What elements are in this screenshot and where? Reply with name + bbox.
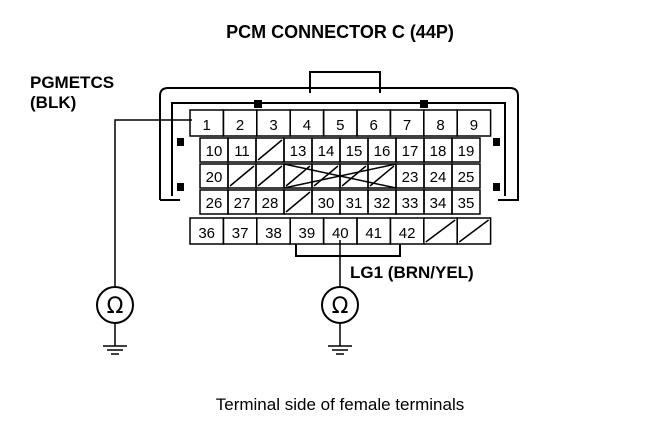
terminal-number: 37 <box>232 225 249 242</box>
terminal-cell: 34 <box>423 189 453 215</box>
diagram-title: PCM CONNECTOR C (44P) <box>226 22 454 42</box>
terminal-cell: 24 <box>423 163 453 189</box>
terminal-number: 24 <box>430 169 447 186</box>
terminal-cell: 8 <box>423 109 458 137</box>
probe-left-wire-name: PGMETCS <box>30 73 114 92</box>
terminal-cell <box>339 163 369 189</box>
terminal-cell: 3 <box>256 109 291 137</box>
terminal-number: 40 <box>332 225 349 242</box>
terminal-number: 17 <box>402 143 419 160</box>
ohm-symbol-left: Ω <box>107 294 124 319</box>
terminal-cell: 33 <box>395 189 425 215</box>
terminal-cell: 37 <box>222 217 258 245</box>
terminal-number: 41 <box>365 225 382 242</box>
terminal-cell: 18 <box>423 137 453 163</box>
terminal-number: 20 <box>206 169 223 186</box>
terminal-number: 4 <box>303 117 311 134</box>
terminal-number: 25 <box>458 169 475 186</box>
terminal-number: 2 <box>236 117 244 134</box>
terminal-number: 18 <box>430 143 447 160</box>
terminal-cell: 7 <box>389 109 425 137</box>
unused-slot-cross <box>283 163 397 189</box>
terminal-number: 10 <box>206 143 223 160</box>
terminal-number: 23 <box>402 169 419 186</box>
terminal-cell <box>456 217 492 245</box>
terminal-number: 8 <box>436 117 444 134</box>
terminal-cell: 17 <box>395 137 425 163</box>
terminal-number: 27 <box>234 195 251 212</box>
terminal-number: 11 <box>234 143 250 160</box>
terminal-number: 30 <box>318 195 335 212</box>
terminal-cell <box>311 163 341 189</box>
terminal-number: 26 <box>206 195 223 212</box>
terminal-cell: 32 <box>367 189 397 215</box>
terminal-cell: 23 <box>395 163 425 189</box>
terminal-number: 9 <box>470 117 478 134</box>
terminal-cell: 13 <box>283 137 313 163</box>
terminal-cell <box>255 137 285 163</box>
terminal-number: 36 <box>198 225 215 242</box>
terminal-cell: 26 <box>199 189 229 215</box>
terminal-cell: 9 <box>456 109 492 137</box>
terminal-number: 31 <box>346 195 363 212</box>
terminal-number: 42 <box>399 225 416 242</box>
terminal-cell: 41 <box>356 217 392 245</box>
terminal-cell <box>227 163 257 189</box>
terminal-number: 7 <box>403 117 411 134</box>
terminal-number: 3 <box>269 117 277 134</box>
terminal-number: 34 <box>430 195 447 212</box>
terminal-cell: 25 <box>451 163 481 189</box>
terminal-number: 32 <box>374 195 391 212</box>
terminal-cell: 31 <box>339 189 369 215</box>
diagram-caption: Terminal side of female terminals <box>216 395 464 414</box>
terminal-number: 38 <box>265 225 282 242</box>
terminal-cell: 4 <box>289 109 325 137</box>
terminal-cell: 19 <box>451 137 481 163</box>
terminal-cell <box>255 163 285 189</box>
terminal-number: 28 <box>262 195 279 212</box>
terminal-cell: 16 <box>367 137 397 163</box>
probe-right-wire-label: LG1 (BRN/YEL) <box>350 263 474 282</box>
terminal-cell: 15 <box>339 137 369 163</box>
terminal-cell: 42 <box>389 217 425 245</box>
probe-left-wire-color: (BLK) <box>30 93 76 112</box>
terminal-cell: 11 <box>227 137 257 163</box>
terminal-number: 5 <box>336 117 344 134</box>
terminal-cell <box>283 189 313 215</box>
terminal-cell: 5 <box>322 109 358 137</box>
terminal-cell: 2 <box>222 109 258 137</box>
terminal-cell <box>423 217 458 245</box>
right-ohmmeter: Ω <box>321 240 359 355</box>
terminal-cell: 30 <box>311 189 341 215</box>
terminal-cell: 28 <box>255 189 285 215</box>
terminal-cell: 39 <box>289 217 325 245</box>
terminal-cell: 35 <box>451 189 481 215</box>
terminal-number: 39 <box>299 225 316 242</box>
terminal-cell: 14 <box>311 137 341 163</box>
terminal-number: 15 <box>346 143 363 160</box>
terminal-number: 35 <box>458 195 475 212</box>
terminal-number: 33 <box>402 195 419 212</box>
left-ohmmeter: Ω <box>96 119 192 355</box>
terminal-cell: 20 <box>199 163 229 189</box>
ohm-symbol-right: Ω <box>332 294 349 319</box>
terminal-cell: 1 <box>189 109 225 137</box>
terminal-number: 14 <box>318 143 335 160</box>
terminal-number: 16 <box>374 143 391 160</box>
terminal-cell: 10 <box>199 137 229 163</box>
terminal-cell: 38 <box>256 217 291 245</box>
terminal-cell: 6 <box>356 109 392 137</box>
terminal-cell: 27 <box>227 189 257 215</box>
terminal-number: 1 <box>203 117 211 134</box>
terminal-cell: 36 <box>189 217 225 245</box>
terminal-number: 13 <box>290 143 307 160</box>
terminal-number: 6 <box>370 117 378 134</box>
connector-housing <box>159 71 519 257</box>
terminal-number: 19 <box>458 143 475 160</box>
